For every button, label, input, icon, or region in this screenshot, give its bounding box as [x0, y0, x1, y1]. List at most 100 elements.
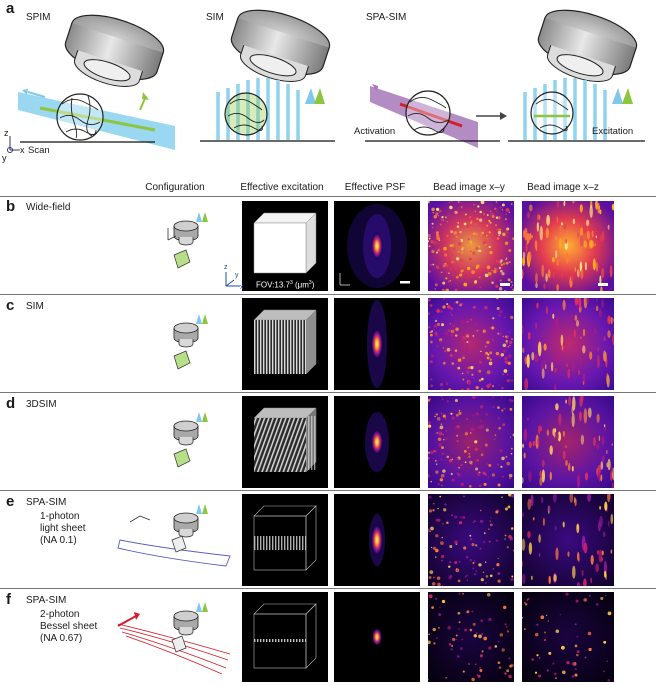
bead-spot [457, 611, 461, 615]
bead-spot [561, 645, 565, 650]
inset-axes-b [222, 268, 244, 290]
bead-spot [499, 279, 502, 282]
bead-spot [523, 452, 526, 459]
header-bead-xz: Bead image x–z [527, 182, 599, 193]
bead-spot [534, 671, 538, 674]
bead-spot [498, 426, 502, 430]
bead-spot [474, 271, 477, 274]
bead-spot [531, 575, 533, 581]
bead-spot [436, 431, 439, 434]
axis-label-y: y [2, 153, 7, 163]
bead-spot [431, 226, 434, 229]
bead-spot [469, 221, 473, 224]
bead-spot [576, 635, 579, 638]
bead-spot [459, 516, 463, 519]
bead-spot [430, 526, 434, 531]
bead-spot [502, 343, 507, 348]
bead-spot [465, 367, 468, 370]
bead-spot [501, 648, 505, 652]
bead-spot [505, 626, 508, 628]
bead-spot [437, 215, 440, 217]
config-objective-icon [173, 220, 199, 246]
bead-spot [429, 263, 433, 267]
bead-spot [469, 460, 473, 465]
bead-spot [496, 340, 499, 343]
bead-spot [489, 351, 493, 355]
psf-spot [371, 429, 383, 455]
bead-xy-tile-f [428, 592, 514, 682]
panel-letter-e: e [6, 493, 15, 510]
header-configuration: Configuration [145, 182, 205, 193]
bead-spot [447, 625, 451, 630]
bead-spot [474, 210, 477, 213]
bead-spot [535, 245, 538, 252]
bead-spot [459, 230, 462, 234]
bead-spot [576, 320, 579, 327]
bead-spot [474, 347, 477, 350]
bead-spot [479, 519, 484, 524]
bead-spot [527, 531, 531, 539]
inset-axis-y: y [235, 272, 239, 279]
bead-spot [462, 592, 464, 595]
bead-spot [436, 345, 439, 348]
bead-spot [453, 417, 455, 420]
bead-spot [460, 269, 464, 273]
bead-spot [507, 505, 511, 509]
objective-icon [230, 9, 331, 82]
bead-spot [445, 437, 448, 441]
bead-spot [462, 356, 465, 360]
bead-spot [451, 478, 456, 482]
bead-spot [432, 263, 435, 266]
bead-spot [527, 417, 529, 422]
bead-spot [467, 380, 472, 385]
bead-spot [503, 316, 506, 319]
bead-spot [566, 661, 570, 665]
bead-spot [430, 239, 434, 244]
bead-spot [486, 238, 488, 240]
bead-spot [574, 298, 579, 306]
bead-spot [574, 623, 577, 626]
bead-spot [435, 207, 440, 212]
bead-spot [486, 269, 490, 272]
bead-spot [451, 254, 454, 257]
bead-spot [522, 616, 524, 619]
bead-spot [606, 660, 608, 662]
bead-spot [494, 645, 498, 648]
bead-spot [500, 263, 504, 267]
psf-tile-b [334, 201, 420, 291]
bead-spot [501, 209, 504, 211]
bead-spot [496, 243, 499, 246]
bead-spot [491, 473, 495, 477]
bead-spot [555, 250, 558, 259]
bead-spot [454, 398, 458, 403]
bead-spot [484, 353, 487, 356]
bead-spot [522, 324, 524, 335]
bead-spot [522, 560, 524, 567]
bead-spot [430, 450, 434, 455]
bead-spot [496, 563, 500, 567]
bead-spot [552, 428, 555, 436]
bead-spot [592, 258, 596, 271]
row-title-c: SIM [26, 301, 44, 312]
bead-spot [524, 603, 528, 606]
bead-spot [429, 530, 432, 533]
bead-spot [445, 677, 447, 679]
bead-spot [597, 549, 599, 555]
bead-spot [501, 496, 503, 498]
bead-spot [595, 563, 599, 573]
bead-spot [444, 417, 447, 419]
bead-spot [442, 361, 446, 365]
bead-spot [492, 385, 494, 388]
bead-spot [480, 377, 484, 381]
excitation-cube-icon [253, 407, 317, 473]
header-effective-excitation: Effective excitation [240, 182, 324, 193]
bead-spot [489, 523, 493, 527]
bead-xz-tile-d [522, 396, 614, 488]
bead-spot [536, 623, 539, 627]
bead-spot [595, 305, 599, 312]
row-sub-f-2: Bessel sheet [40, 621, 98, 632]
bead-spot [511, 399, 514, 403]
row-title-e: SPA-SIM [26, 497, 67, 508]
bead-spot [453, 231, 458, 235]
bead-spot [526, 354, 530, 368]
